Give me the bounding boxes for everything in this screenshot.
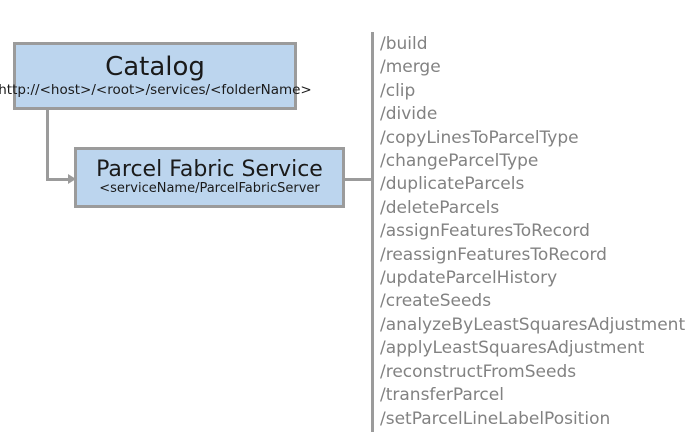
connector-catalog-horizontal <box>46 178 71 181</box>
connector-catalog-vertical <box>46 110 49 180</box>
list-item[interactable]: /transferParcel <box>380 385 504 406</box>
node-parcel-fabric-service[interactable]: Parcel Fabric Service <serviceName/Parce… <box>74 147 345 208</box>
list-item[interactable]: /updateParcelHistory <box>380 268 558 289</box>
list-item[interactable]: /analyzeByLeastSquaresAdjustment <box>380 314 686 335</box>
node-service-title: Parcel Fabric Service <box>96 157 323 183</box>
list-item[interactable]: /setParcelLineLabelPosition <box>380 408 611 429</box>
operations-list: /build /merge /clip /divide /copyLinesTo… <box>380 33 685 431</box>
node-catalog[interactable]: Catalog http://<host>/<root>/services/<f… <box>0 42 312 110</box>
arrowhead-icon <box>68 174 76 184</box>
node-service-subtitle: <serviceName/ParcelFabricServer <box>99 181 320 197</box>
list-item[interactable]: /applyLeastSquaresAdjustment <box>380 338 645 359</box>
list-item[interactable]: /assignFeaturesToRecord <box>380 221 590 242</box>
list-item[interactable]: /duplicateParcels <box>380 174 525 195</box>
list-item[interactable]: /merge <box>380 57 441 78</box>
node-catalog-subtitle: http://<host>/<root>/services/<folderNam… <box>0 82 312 99</box>
list-item[interactable]: /deleteParcels <box>380 197 500 218</box>
list-item[interactable]: /reassignFeaturesToRecord <box>380 244 607 265</box>
node-catalog-title: Catalog <box>105 51 205 82</box>
list-item[interactable]: /createSeeds <box>380 291 492 312</box>
list-item[interactable]: /reconstructFromSeeds <box>380 361 577 382</box>
connector-service-to-operations <box>345 178 373 181</box>
list-item[interactable]: /clip <box>380 80 416 101</box>
list-item[interactable]: /divide <box>380 104 438 125</box>
list-item[interactable]: /copyLinesToParcelType <box>380 127 579 148</box>
list-item[interactable]: /changeParcelType <box>380 151 539 172</box>
list-item[interactable]: /build <box>380 34 428 54</box>
operations-rail-divider <box>371 32 374 432</box>
